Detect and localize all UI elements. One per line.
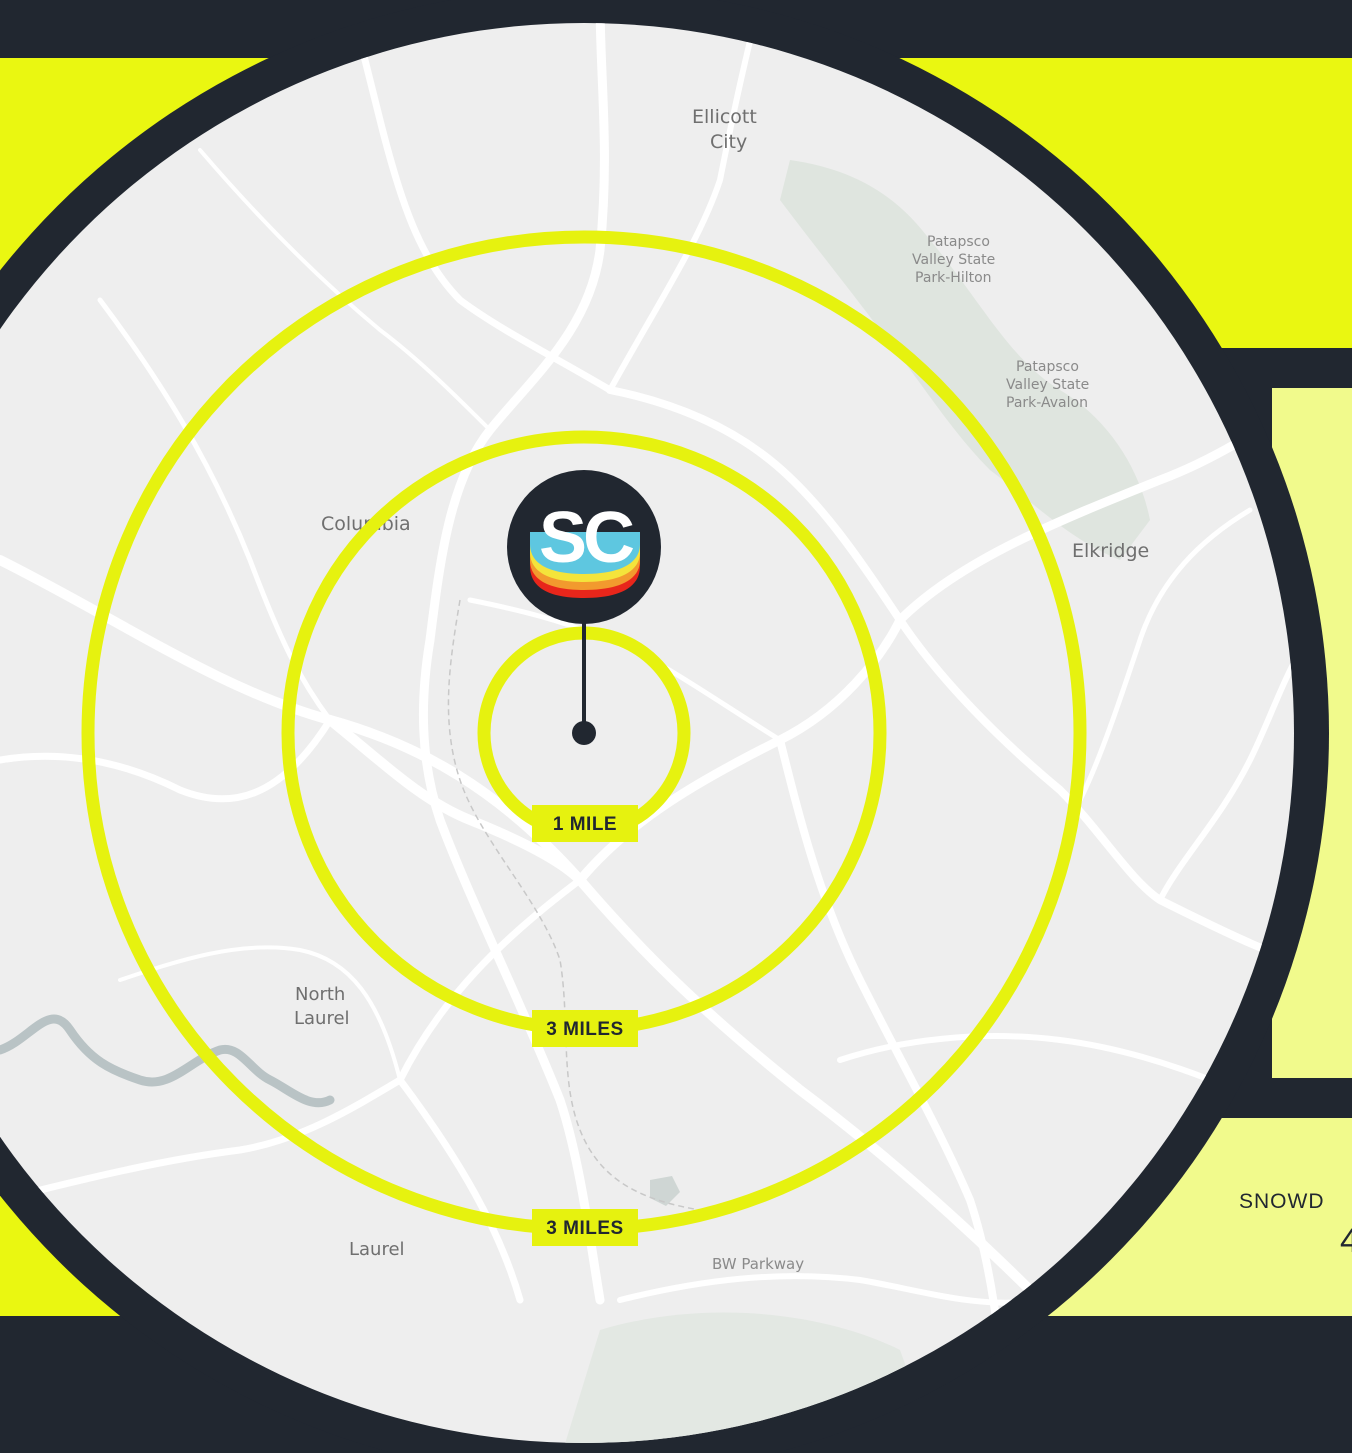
svg-text:1 MILE: 1 MILE [553,814,617,835]
ring-badge-3: 3 MILES [532,1209,638,1246]
svg-text:3 MILES: 3 MILES [546,1019,623,1040]
place-label-patapsco-hilton-3: Park-Hilton [915,270,992,286]
ring-badge-2: 3 MILES [532,1010,638,1047]
location-marker[interactable]: SC [507,470,661,745]
place-label-ellicott-city-2: City [710,131,747,153]
place-label-patapsco-avalon-2: Valley State [1006,377,1089,393]
place-label-laurel: Laurel [349,1239,405,1260]
sc-logo-icon: SC [530,498,640,598]
sc-logo-text: SC [539,498,634,578]
place-label-elkridge: Elkridge [1072,540,1149,562]
road-label-bw-parkway: BW Parkway [712,1255,804,1273]
ring-badge-1: 1 MILE [532,805,638,842]
place-label-patapsco-avalon-3: Park-Avalon [1006,395,1088,411]
river [0,1014,335,1108]
place-label-north-laurel-2: Laurel [294,1008,350,1029]
park-area-small [650,1176,680,1206]
marker-point [572,721,596,745]
place-label-ellicott-city: Ellicott [692,106,757,128]
side-panel-label: SNOWD [1239,1190,1325,1213]
place-label-north-laurel: North [295,984,345,1005]
place-label-patapsco-hilton-2: Valley State [912,252,995,268]
svg-text:3 MILES: 3 MILES [546,1218,623,1239]
park-area-patapsco [780,160,1150,560]
boundary-line [447,599,701,1211]
side-panel-number: 4 [1340,1222,1352,1260]
place-label-patapsco-avalon: Patapsco [1016,359,1079,375]
place-label-patapsco-hilton: Patapsco [927,234,990,250]
